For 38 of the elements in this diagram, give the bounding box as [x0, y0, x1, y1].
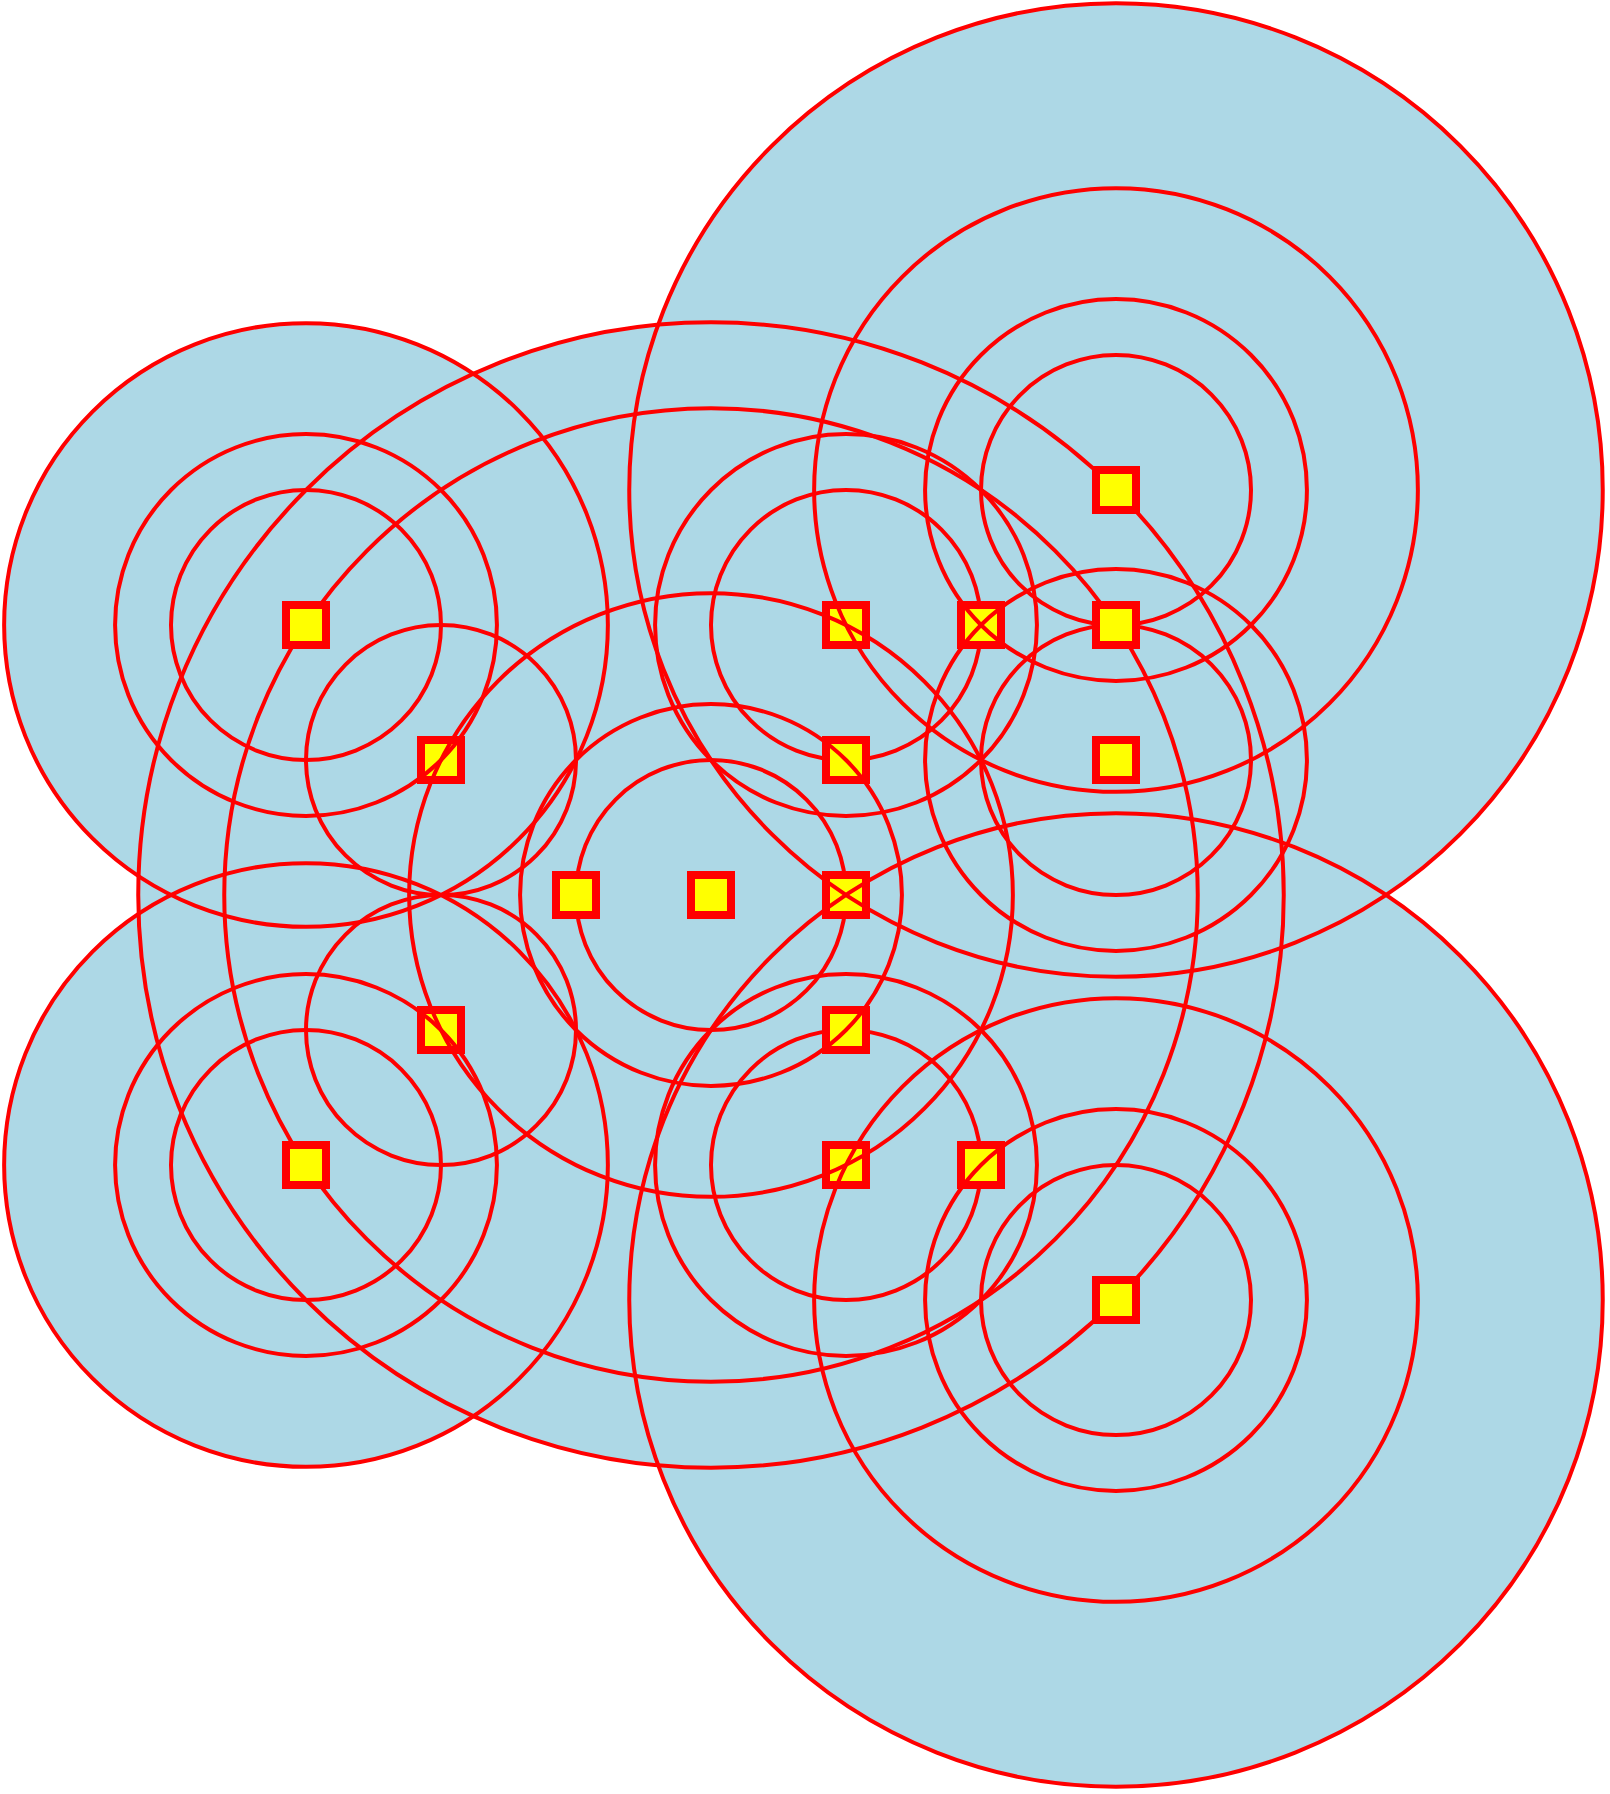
circle-outline	[812, 186, 1420, 794]
circle-outline	[923, 1107, 1309, 1493]
circle-outline	[709, 1028, 983, 1302]
circle-outline	[979, 353, 1253, 627]
circle-outline	[923, 297, 1309, 683]
circle-outline	[653, 972, 1039, 1358]
circle-outline	[113, 972, 499, 1358]
square-marker	[1092, 601, 1140, 649]
square-marker	[687, 871, 735, 919]
square-marker	[552, 871, 600, 919]
square-marker	[282, 1141, 330, 1189]
circle-outline	[923, 567, 1309, 953]
circle-outline	[169, 1028, 443, 1302]
circle-outline	[653, 432, 1039, 818]
circle-outline	[304, 893, 578, 1167]
circle-outline	[574, 758, 848, 1032]
circle-outline	[518, 702, 904, 1088]
circle-outline	[169, 488, 443, 762]
circle-outline	[812, 996, 1420, 1604]
square-marker	[1092, 736, 1140, 784]
circle-outline	[113, 432, 499, 818]
circle-outline	[2, 321, 610, 929]
square-marker	[1092, 1276, 1140, 1324]
circle-outline	[979, 623, 1253, 897]
square-marker	[282, 601, 330, 649]
circle-outline	[304, 623, 578, 897]
circle-outline	[627, 811, 1605, 1789]
circle-outline	[979, 1163, 1253, 1437]
square-marker	[1092, 466, 1140, 514]
circle-outline	[627, 1, 1605, 979]
circle-outline	[709, 488, 983, 762]
circle-outline	[407, 591, 1015, 1199]
circle-outline	[222, 406, 1200, 1384]
square-marker	[822, 1006, 870, 1054]
circle-outline	[136, 320, 1286, 1470]
square-marker	[822, 736, 870, 784]
circle-outline	[2, 861, 610, 1469]
square-marker	[957, 1141, 1005, 1189]
